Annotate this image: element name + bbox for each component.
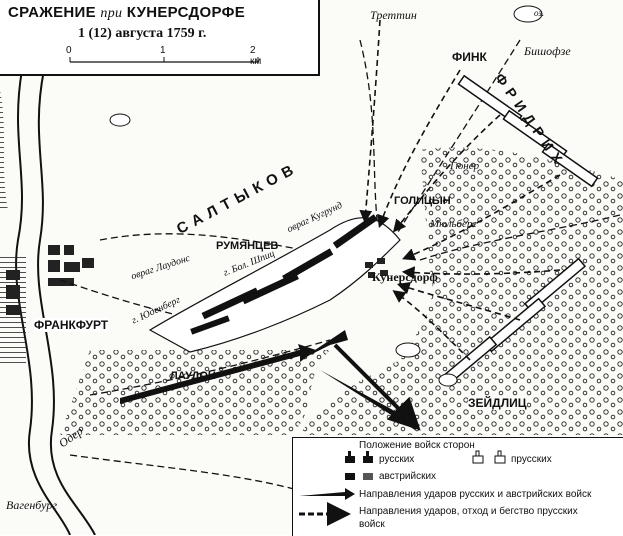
place-gyuner: Гюнер	[450, 160, 480, 172]
map-title: СРАЖЕНИЕ при КУНЕРСДОРФЕ	[8, 4, 245, 22]
frankfurt-city-blocks	[6, 245, 94, 315]
label-fink: ФИНК	[452, 50, 487, 64]
marsh-west	[0, 90, 8, 210]
woods-south	[60, 350, 330, 435]
prussian-attack-arrows	[359, 19, 561, 361]
main-counterattack-arrow	[333, 343, 421, 431]
place-trettin: Треттин	[370, 8, 417, 22]
scale-label-0: 0	[66, 45, 72, 56]
place-frankfurt: ФРАНКФУРТ	[34, 318, 109, 332]
title-box: СРАЖЕНИЕ при КУНЕРСДОРФЕ 1 (12) августа …	[0, 0, 320, 76]
place-vagenburg: Вагенбург	[6, 498, 58, 512]
title-word-kunersdorf: КУНЕРСДОРФЕ	[126, 4, 246, 21]
map-date: 1 (12) августа 1759 г.	[78, 26, 207, 41]
label-laudon: ЛАУДОН	[170, 370, 216, 382]
legend-austrian: австрийских	[379, 471, 437, 482]
place-kunersdorf: Кунерсдорф	[372, 270, 438, 284]
legend-prussian-attack-1: Направления ударов, отход и бегство прус…	[359, 506, 578, 517]
scale-label-2: 2 км	[250, 45, 262, 67]
lakes	[109, 5, 543, 387]
scale-label-1: 1	[160, 45, 166, 56]
legend-prussian-attack-2: войск	[359, 519, 385, 530]
kunersdorf-village	[365, 258, 388, 278]
title-word-at: при	[100, 6, 123, 21]
scale-bar: 0 1 2 км	[66, 45, 268, 68]
title-word-battle: СРАЖЕНИЕ	[8, 4, 96, 21]
legend-header: Положение войск сторон	[359, 440, 475, 451]
lake-label-oz: оз.	[534, 8, 545, 18]
legend-prussian: прусских	[511, 454, 552, 465]
map-legend: Положение войск сторон русских прусских …	[292, 437, 623, 536]
label-rumyantsev: РУМЯНЦЕВ	[216, 240, 279, 252]
label-golitsyn: ГОЛИЦЫН	[394, 195, 451, 207]
woods-east	[300, 147, 623, 435]
label-seydlitz: ЗЕЙДЛИЦ	[468, 396, 527, 410]
legend-russian: русских	[379, 454, 415, 465]
place-bishofze: Бишофзе	[524, 44, 571, 58]
oder-river-east-bank	[37, 69, 96, 535]
legend-russian-austrian-attack: Направления ударов русских и австрийских…	[359, 489, 592, 500]
place-myulberg: Мюльберг	[430, 218, 477, 230]
prussian-positions	[442, 74, 599, 385]
